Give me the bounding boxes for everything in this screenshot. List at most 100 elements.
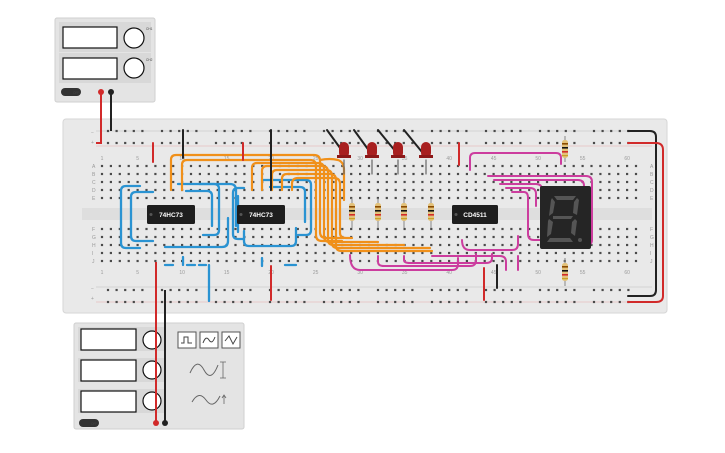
breadboard-hole[interactable] <box>278 196 282 200</box>
breadboard-hole[interactable] <box>278 227 282 231</box>
breadboard-hole[interactable] <box>601 129 604 133</box>
wire-orange-5[interactable] <box>270 168 432 250</box>
breadboard-hole[interactable] <box>556 141 559 145</box>
breadboard-hole[interactable] <box>510 188 513 192</box>
breadboard-hole[interactable] <box>223 288 226 292</box>
breadboard-hole[interactable] <box>412 188 415 192</box>
breadboard-hole[interactable] <box>270 251 273 255</box>
breadboard-hole[interactable] <box>132 288 135 292</box>
breadboard-hole[interactable] <box>178 129 181 133</box>
breadboard-hole[interactable] <box>109 227 112 231</box>
breadboard-hole[interactable] <box>474 235 477 239</box>
breadboard-hole[interactable] <box>314 251 317 255</box>
breadboard-hole[interactable] <box>106 129 110 133</box>
breadboard-hole[interactable] <box>448 196 451 200</box>
breadboard-hole[interactable] <box>296 259 299 263</box>
breadboard-hole[interactable] <box>100 180 104 184</box>
breadboard-hole[interactable] <box>240 129 243 133</box>
breadboard-hole[interactable] <box>590 164 593 168</box>
breadboard-hole[interactable] <box>198 227 201 231</box>
breadboard-hole[interactable] <box>252 172 255 176</box>
breadboard-hole[interactable] <box>322 141 326 145</box>
breadboard-hole[interactable] <box>223 300 226 304</box>
led-red-1[interactable] <box>337 142 351 158</box>
breadboard-hole[interactable] <box>634 235 638 239</box>
breadboard-hole[interactable] <box>528 251 531 255</box>
breadboard-hole[interactable] <box>448 180 451 184</box>
breadboard-hole[interactable] <box>519 129 522 133</box>
breadboard-hole[interactable] <box>601 300 604 304</box>
breadboard-hole[interactable] <box>483 227 486 231</box>
wire-orange-6[interactable] <box>280 172 434 253</box>
breadboard-hole[interactable] <box>448 243 451 247</box>
breadboard-hole[interactable] <box>465 227 468 231</box>
breadboard-hole[interactable] <box>109 172 112 176</box>
breadboard-hole[interactable] <box>348 141 351 145</box>
breadboard-hole[interactable] <box>261 251 264 255</box>
breadboard-hole[interactable] <box>172 243 175 247</box>
breadboard-hole[interactable] <box>592 300 596 304</box>
psu-red-lead[interactable] <box>96 92 102 144</box>
breadboard-hole[interactable] <box>323 259 326 263</box>
breadboard-hole[interactable] <box>519 141 522 145</box>
breadboard-hole[interactable] <box>198 196 201 200</box>
breadboard-hole[interactable] <box>439 251 442 255</box>
breadboard-hole[interactable] <box>207 172 210 176</box>
breadboard-hole[interactable] <box>178 288 181 292</box>
breadboard-hole[interactable] <box>538 288 542 292</box>
breadboard-hole[interactable] <box>618 129 621 133</box>
breadboard-hole[interactable] <box>502 129 505 133</box>
breadboard-hole[interactable] <box>115 141 118 145</box>
breadboard-hole[interactable] <box>225 227 228 231</box>
breadboard-hole[interactable] <box>492 172 495 176</box>
breadboard-hole[interactable] <box>252 227 255 231</box>
led-red-2[interactable] <box>365 142 379 158</box>
breadboard-hole[interactable] <box>617 196 620 200</box>
breadboard-hole[interactable] <box>394 251 397 255</box>
breadboard-hole[interactable] <box>216 251 219 255</box>
breadboard-hole[interactable] <box>207 259 210 263</box>
breadboard-hole[interactable] <box>296 180 299 184</box>
breadboard-hole[interactable] <box>145 235 148 239</box>
breadboard-hole[interactable] <box>225 172 228 176</box>
breadboard-hole[interactable] <box>519 288 522 292</box>
breadboard-hole[interactable] <box>572 259 575 263</box>
breadboard-hole[interactable] <box>154 259 157 263</box>
breadboard-hole[interactable] <box>610 141 613 145</box>
breadboard-hole[interactable] <box>394 188 397 192</box>
breadboard-hole[interactable] <box>331 300 334 304</box>
breadboard-hole[interactable] <box>189 180 193 184</box>
breadboard-hole[interactable] <box>510 172 513 176</box>
breadboard-hole[interactable] <box>519 251 522 255</box>
breadboard-hole[interactable] <box>225 235 228 239</box>
breadboard-hole[interactable] <box>109 251 112 255</box>
breadboard-hole[interactable] <box>412 251 415 255</box>
breadboard-hole[interactable] <box>323 243 326 247</box>
wire-blue-7[interactable] <box>231 186 246 241</box>
breadboard-hole[interactable] <box>294 288 297 292</box>
breadboard-hole[interactable] <box>601 141 604 145</box>
breadboard-hole[interactable] <box>554 172 557 176</box>
breadboard-hole[interactable] <box>501 180 504 184</box>
breadboard-hole[interactable] <box>439 141 442 145</box>
breadboard-hole[interactable] <box>163 251 166 255</box>
breadboard-hole[interactable] <box>261 227 264 231</box>
breadboard-hole[interactable] <box>357 300 360 304</box>
breadboard-hole[interactable] <box>249 288 252 292</box>
breadboard-hole[interactable] <box>296 235 299 239</box>
breadboard-hole[interactable] <box>303 129 306 133</box>
breadboard-hole[interactable] <box>296 188 299 192</box>
breadboard-hole[interactable] <box>556 300 559 304</box>
breadboard-hole[interactable] <box>268 300 272 304</box>
breadboard-hole[interactable] <box>528 196 531 200</box>
breadboard-hole[interactable] <box>626 227 629 231</box>
breadboard-hole[interactable] <box>501 172 504 176</box>
ch1-knob[interactable] <box>123 27 145 49</box>
breadboard-hole[interactable] <box>528 172 531 176</box>
breadboard-hole[interactable] <box>456 227 460 231</box>
breadboard-hole[interactable] <box>376 227 379 231</box>
breadboard-hole[interactable] <box>528 259 531 263</box>
breadboard-hole[interactable] <box>608 164 611 168</box>
breadboard-hole[interactable] <box>439 180 442 184</box>
breadboard-hole[interactable] <box>439 288 442 292</box>
